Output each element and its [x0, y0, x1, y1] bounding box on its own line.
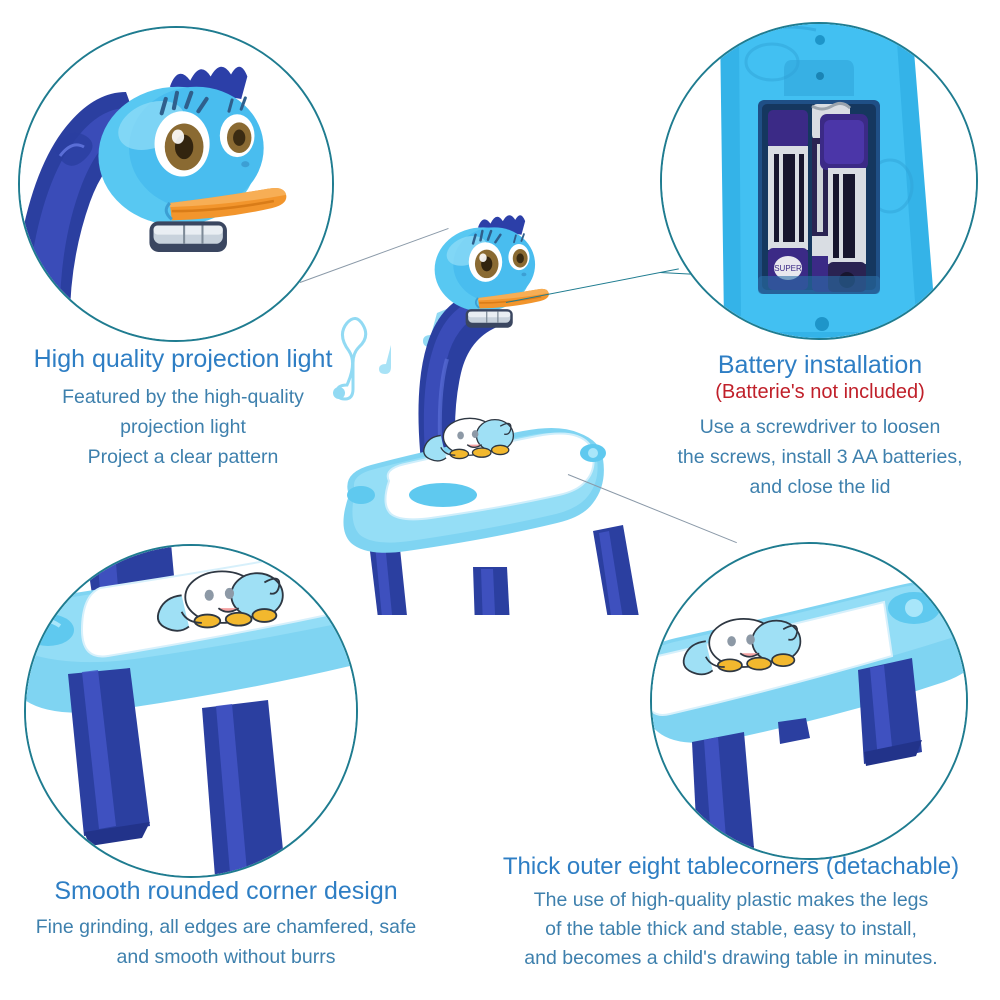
body-line: Featured by the high-quality: [62, 386, 304, 408]
neck-base: [409, 483, 477, 507]
body-line: The use of high-quality plastic makes th…: [533, 889, 929, 911]
dinosaur-head-projector-photo: [20, 28, 332, 340]
callout-circle-projection-light: [18, 26, 334, 342]
body-line: Fine grinding, all edges are chamfered, …: [35, 916, 417, 938]
body-line: and smooth without burrs: [116, 946, 336, 968]
callout-circle-battery-installation: SUPER: [660, 22, 978, 340]
callout-text-rounded-corner-design: Smooth rounded corner design Fine grindi…: [0, 876, 452, 972]
body-line: projection light: [120, 416, 246, 438]
table-corner-closeup-photo: [26, 546, 356, 876]
body-line: the screws, install 3 AA batteries,: [677, 446, 963, 468]
side-knob-left: [347, 486, 375, 504]
heading-thick-table-corners: Thick outer eight tablecorners (detachab…: [502, 853, 960, 880]
body-line: of the table thick and stable, easy to i…: [545, 918, 917, 940]
dinosaur-projector-drawing-table: [325, 195, 675, 689]
body-line: Project a clear pattern: [87, 446, 279, 468]
batteries-not-included-warning: (Batterie's not included): [715, 381, 925, 403]
heading-rounded-corner-design: Smooth rounded corner design: [54, 877, 398, 905]
aa-battery: [820, 114, 868, 292]
callout-text-projection-light: High quality projection light Featured b…: [0, 344, 366, 472]
heading-battery-installation: Battery installation: [717, 351, 923, 379]
callout-circle-thick-table-corners: [650, 542, 968, 860]
svg-text:SUPER: SUPER: [774, 264, 802, 273]
callout-text-thick-table-corners: Thick outer eight tablecorners (detachab…: [462, 852, 1000, 973]
table-legs-closeup-photo: [652, 544, 966, 858]
aa-battery: SUPER: [768, 110, 808, 290]
body-line: and close the lid: [749, 476, 891, 498]
body-line: and becomes a child's drawing table in m…: [524, 947, 938, 969]
battery-compartment-photo: SUPER: [662, 24, 976, 338]
callout-text-battery-installation: Battery installation (Batterie's not inc…: [640, 350, 1000, 502]
heading-projection-light: High quality projection light: [33, 345, 333, 373]
body-line: Use a screwdriver to loosen: [699, 416, 941, 438]
callout-circle-rounded-corner-design: [24, 544, 358, 878]
